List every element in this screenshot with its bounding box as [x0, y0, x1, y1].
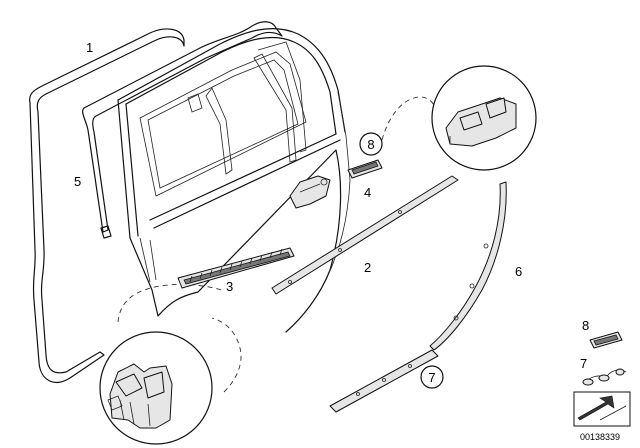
legend-7: 7 — [580, 356, 627, 386]
label-8-circled: 8 — [367, 137, 374, 152]
label-2: 2 — [364, 260, 371, 275]
callout-7-circled: 7 — [420, 365, 444, 389]
label-7-circled: 7 — [428, 370, 435, 385]
legend-label-7: 7 — [580, 356, 587, 371]
label-4: 4 — [364, 185, 371, 200]
diagram-id: 00138339 — [580, 432, 620, 442]
door-seal-outer — [29, 28, 185, 383]
trim-strip-6 — [429, 181, 507, 351]
legend-label-8: 8 — [582, 318, 589, 333]
label-5: 5 — [74, 174, 81, 189]
legend-8: 8 — [582, 318, 623, 349]
page-ref-box — [573, 391, 631, 427]
zoom-detail-right — [431, 65, 537, 171]
label-6: 6 — [515, 264, 522, 279]
trim-strip-3 — [177, 247, 295, 289]
trim-strip-2 — [271, 175, 459, 295]
callout-8-circled: 8 — [359, 132, 383, 156]
trim-piece-4 — [347, 159, 383, 179]
label-1: 1 — [86, 40, 93, 55]
zoom-leader-left — [117, 283, 242, 393]
door-body — [129, 91, 351, 333]
door-frame — [117, 28, 346, 239]
lower-strip — [329, 349, 439, 413]
label-3: 3 — [226, 279, 233, 294]
zoom-detail-left — [99, 331, 213, 445]
window-seal — [82, 21, 283, 239]
